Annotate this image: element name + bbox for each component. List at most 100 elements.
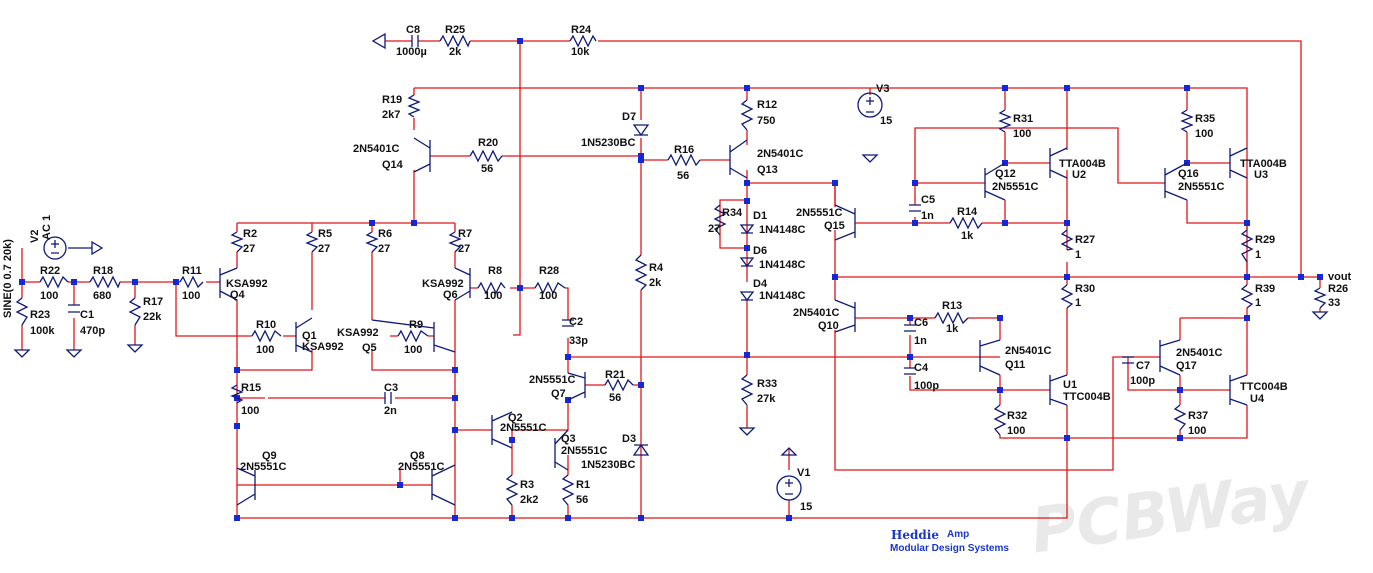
c7-name-label: C7 (1136, 360, 1150, 372)
r25-name-label: R25 (445, 24, 465, 36)
r24-name-label: R24 (571, 24, 592, 36)
d4-name-label: D4 (753, 278, 768, 290)
q15-name-label: Q15 (824, 220, 845, 232)
u4-name-label: U4 (1250, 393, 1265, 405)
source-name-label: V2 (29, 230, 41, 243)
v1-value-label: 15 (800, 501, 812, 513)
r30-value-label: 1 (1075, 297, 1081, 309)
r21-value-label: 56 (609, 392, 621, 404)
r39-value-label: 1 (1255, 297, 1261, 309)
r39-name-label: R39 (1255, 283, 1275, 295)
labels: C8 1000µ R25 2k R24 10k R19 2k7 2N5401C … (2, 24, 1352, 513)
r33-value-label: 27k (757, 393, 776, 405)
q9-name-label: Q9 (262, 450, 277, 462)
c5-name-label: C5 (921, 194, 935, 206)
r2-value-label: 27 (243, 243, 255, 255)
q16-model-label: 2N5551C (1178, 181, 1225, 193)
watermark: PCBWay (1026, 456, 1315, 568)
r28-value-label: 100 (539, 290, 557, 302)
r7-name-label: R7 (458, 228, 472, 240)
r13-value-label: 1k (946, 323, 959, 335)
q16-name-label: Q16 (1178, 168, 1199, 180)
q7-model-label: 2N5551C (529, 374, 576, 386)
q17-model-label: 2N5401C (1176, 347, 1223, 359)
q12-name-label: Q12 (995, 168, 1016, 180)
source-line1-label: SINE(0 0.7 20k) (2, 239, 14, 318)
u1-name-label: U1 (1063, 379, 1077, 391)
q13-name-label: Q13 (757, 164, 778, 176)
c8-value-label: 1000µ (396, 46, 427, 58)
q9-model-label: 2N5551C (240, 461, 287, 473)
c2-value-label: 33p (569, 335, 588, 347)
r2-name-label: R2 (243, 228, 257, 240)
r31-name-label: R31 (1013, 113, 1033, 125)
r18-value-label: 680 (93, 290, 111, 302)
q2-name-label: Q2 (508, 412, 523, 424)
c1-name-label: C1 (80, 309, 94, 321)
r25-value-label: 2k (449, 46, 462, 58)
r11-value-label: 100 (182, 290, 200, 302)
q1-name-label: Q1 (302, 330, 317, 342)
v1-name-label: V1 (797, 467, 810, 479)
r20-name-label: R20 (478, 137, 498, 149)
r5-value-label: 27 (318, 243, 330, 255)
u2-name-label: U2 (1072, 169, 1086, 181)
r23-name-label: R23 (30, 309, 50, 321)
c8-name-label: C8 (406, 24, 420, 36)
r6-name-label: R6 (378, 228, 392, 240)
u4-model-label: TTC004B (1240, 381, 1288, 393)
r5-name-label: R5 (318, 228, 332, 240)
q10-model-label: 2N5401C (793, 307, 840, 319)
net_labels-vout-label: vout (1328, 271, 1352, 283)
brand-block: Heddie Amp Modular Design Systems (890, 528, 1009, 554)
q17-name-label: Q17 (1176, 360, 1197, 372)
q3-model-label: 2N5551C (561, 445, 608, 457)
r8-name-label: R8 (488, 265, 502, 277)
d4-model-label: 1N4148C (759, 290, 806, 302)
c5-value-label: 1n (921, 210, 934, 222)
d1-name-label: D1 (753, 210, 767, 222)
q8-name-label: Q8 (410, 450, 425, 462)
r3-name-label: R3 (520, 479, 534, 491)
brand-suffix: Amp (947, 529, 969, 540)
r31-value-label: 100 (1013, 128, 1031, 140)
c7-value-label: 100p (1130, 375, 1155, 387)
r12-value-label: 750 (757, 115, 775, 127)
r4-name-label: R4 (649, 262, 664, 274)
q3-name-label: Q3 (561, 433, 576, 445)
q10-name-label: Q10 (818, 320, 839, 332)
r26-value-label: 33 (1328, 297, 1340, 309)
d3-name-label: D3 (622, 433, 636, 445)
q11-model-label: 2N5401C (1005, 345, 1052, 357)
q4-name-label: Q4 (230, 289, 246, 301)
r17-name-label: R17 (143, 296, 163, 308)
r12-name-label: R12 (757, 99, 777, 111)
r32-value-label: 100 (1007, 425, 1025, 437)
r34-value-label: 27 (708, 223, 720, 235)
r19-value-label: 2k7 (382, 109, 400, 121)
r10-value-label: 100 (256, 344, 274, 356)
junction-nodes (19, 38, 1323, 521)
d7-name-label: D7 (622, 111, 636, 123)
r9-value-label: 100 (404, 344, 422, 356)
r13-name-label: R13 (942, 300, 962, 312)
r15-value-label: 100 (241, 405, 259, 417)
source-line2-label: AC 1 (41, 215, 53, 240)
q11-name-label: Q11 (1005, 359, 1025, 371)
r1-name-label: R1 (576, 479, 590, 491)
v3-name-label: V3 (876, 83, 889, 95)
brand-subtitle: Modular Design Systems (890, 543, 1009, 554)
r26-name-label: R26 (1328, 283, 1348, 295)
c2-name-label: C2 (569, 316, 583, 328)
d1-model-label: 1N4148C (759, 224, 806, 236)
r22-value-label: 100 (40, 290, 58, 302)
q4-model-label: KSA992 (226, 278, 268, 290)
c6-name-label: C6 (914, 317, 928, 329)
q5-model-label: KSA992 (337, 327, 379, 339)
q8-model-label: 2N5551C (398, 461, 445, 473)
r8-value-label: 100 (484, 290, 502, 302)
r9-name-label: R9 (409, 319, 423, 331)
u2-model-label: TTA004B (1059, 158, 1106, 170)
r19-name-label: R19 (382, 94, 402, 106)
